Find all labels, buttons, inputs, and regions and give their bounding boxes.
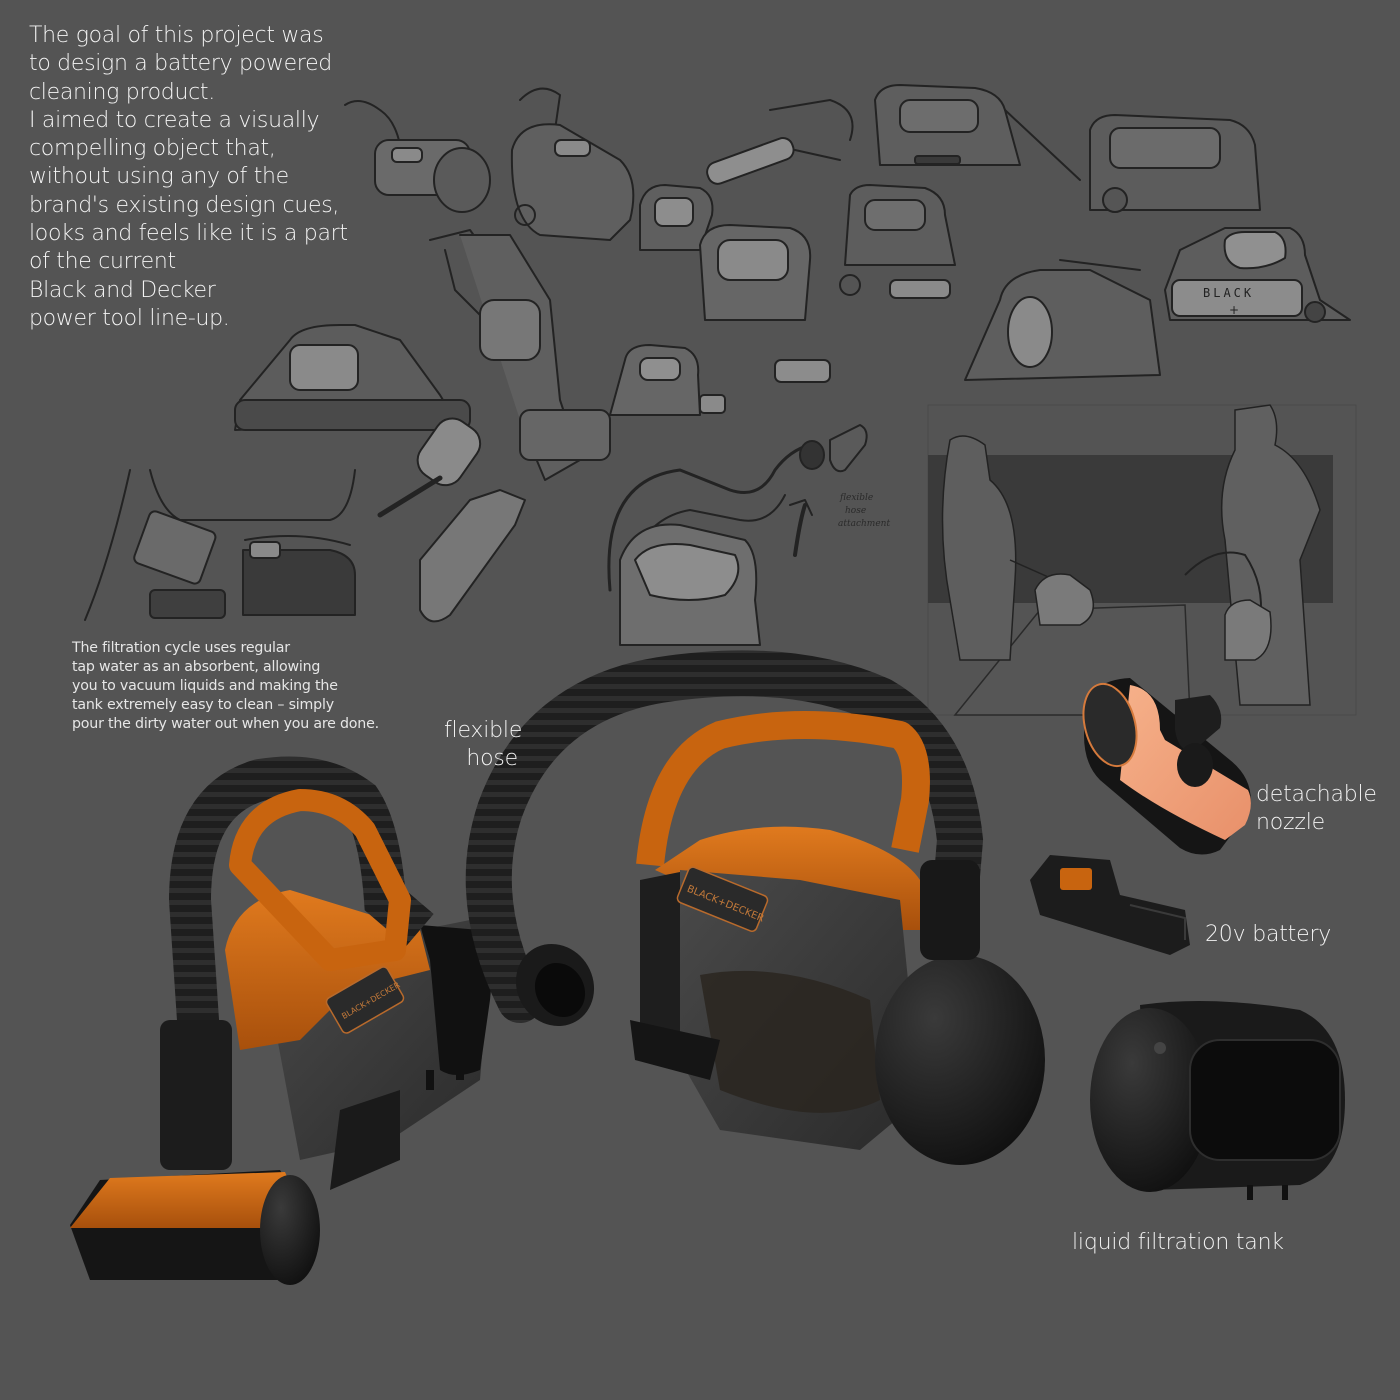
render-vacuum-handheld: BLACK+DECKER <box>465 650 1045 1165</box>
render-battery <box>1030 855 1190 955</box>
caption-line: tap water as an absorbent, allowing <box>72 659 321 675</box>
intro-line: The goal of this project was <box>29 23 324 48</box>
sketch-usage-scenario <box>927 404 1357 716</box>
label-20v-battery: 20v battery <box>1205 922 1332 947</box>
sketch-vacuum-6 <box>639 184 714 251</box>
sketch-vacuum-9 <box>1164 227 1351 323</box>
sketch-vacuum-3 <box>706 99 854 185</box>
render-vacuum-floor-mode: BLACK+DECKER <box>70 756 492 1285</box>
intro-line: power tool line-up. <box>29 305 230 331</box>
sketch-vacuum-7 <box>699 224 831 383</box>
intro-paragraph: The goal of this project was to design a… <box>29 22 369 333</box>
sketch-brand-text: BLACK <box>1203 286 1254 300</box>
sketch-vacuum-12 <box>459 234 611 481</box>
sketch-vacuum-10 <box>964 259 1161 381</box>
caption-line: The filtration cycle uses regular <box>72 640 290 656</box>
intro-line: of the current <box>29 249 176 275</box>
label-line: nozzle <box>1256 810 1325 835</box>
render-detachable-nozzle <box>1082 678 1251 855</box>
sketch-vacuum-8 <box>839 184 956 299</box>
filtration-caption: The filtration cycle uses regular tap wa… <box>72 639 412 734</box>
sketch-vacuum-13 <box>609 344 726 416</box>
intro-line: compelling object that, <box>29 136 276 162</box>
label-detachable-nozzle: detachable nozzle <box>1256 781 1377 837</box>
sketch-filtration-diagram <box>84 469 356 621</box>
label-flexible-hose: flexible hose <box>444 717 523 773</box>
intro-line: brand's existing design cues, <box>29 192 340 218</box>
label-liquid-filtration-tank: liquid filtration tank <box>1072 1230 1284 1255</box>
sketch-vacuum-1 <box>344 100 491 213</box>
hose-note-line: flexible <box>839 493 873 503</box>
sketch-hose-attachment <box>607 424 868 646</box>
label-line: detachable <box>1256 782 1377 807</box>
intro-line: without using any of the <box>29 164 289 190</box>
sketch-vacuum-11 <box>234 229 526 431</box>
intro-line: to design a battery powered <box>29 51 332 77</box>
render-filtration-tank <box>1090 1001 1345 1200</box>
sketch-brand-plus: + <box>1229 303 1239 317</box>
sketch-vacuum-4 <box>874 84 1081 181</box>
caption-line: you to vacuum liquids and making the <box>72 678 338 694</box>
sketch-vacuum-5 <box>1089 114 1261 213</box>
label-line: flexible <box>444 718 523 743</box>
caption-line: tank extremely easy to clean – simply <box>72 697 334 713</box>
caption-line: pour the dirty water out when you are do… <box>72 716 379 732</box>
intro-line: I aimed to create a visually <box>29 107 320 133</box>
intro-line: Black and Decker <box>29 277 216 303</box>
sketch-vacuum-2 <box>510 87 635 241</box>
intro-line: cleaning product. <box>29 79 215 105</box>
hose-note-line: attachment <box>838 519 890 529</box>
hose-note-line: hose <box>845 506 866 516</box>
sketch-handheld-wands <box>377 417 526 623</box>
intro-line: looks and feels like it is a part <box>29 221 348 247</box>
label-line: hose <box>466 746 518 771</box>
